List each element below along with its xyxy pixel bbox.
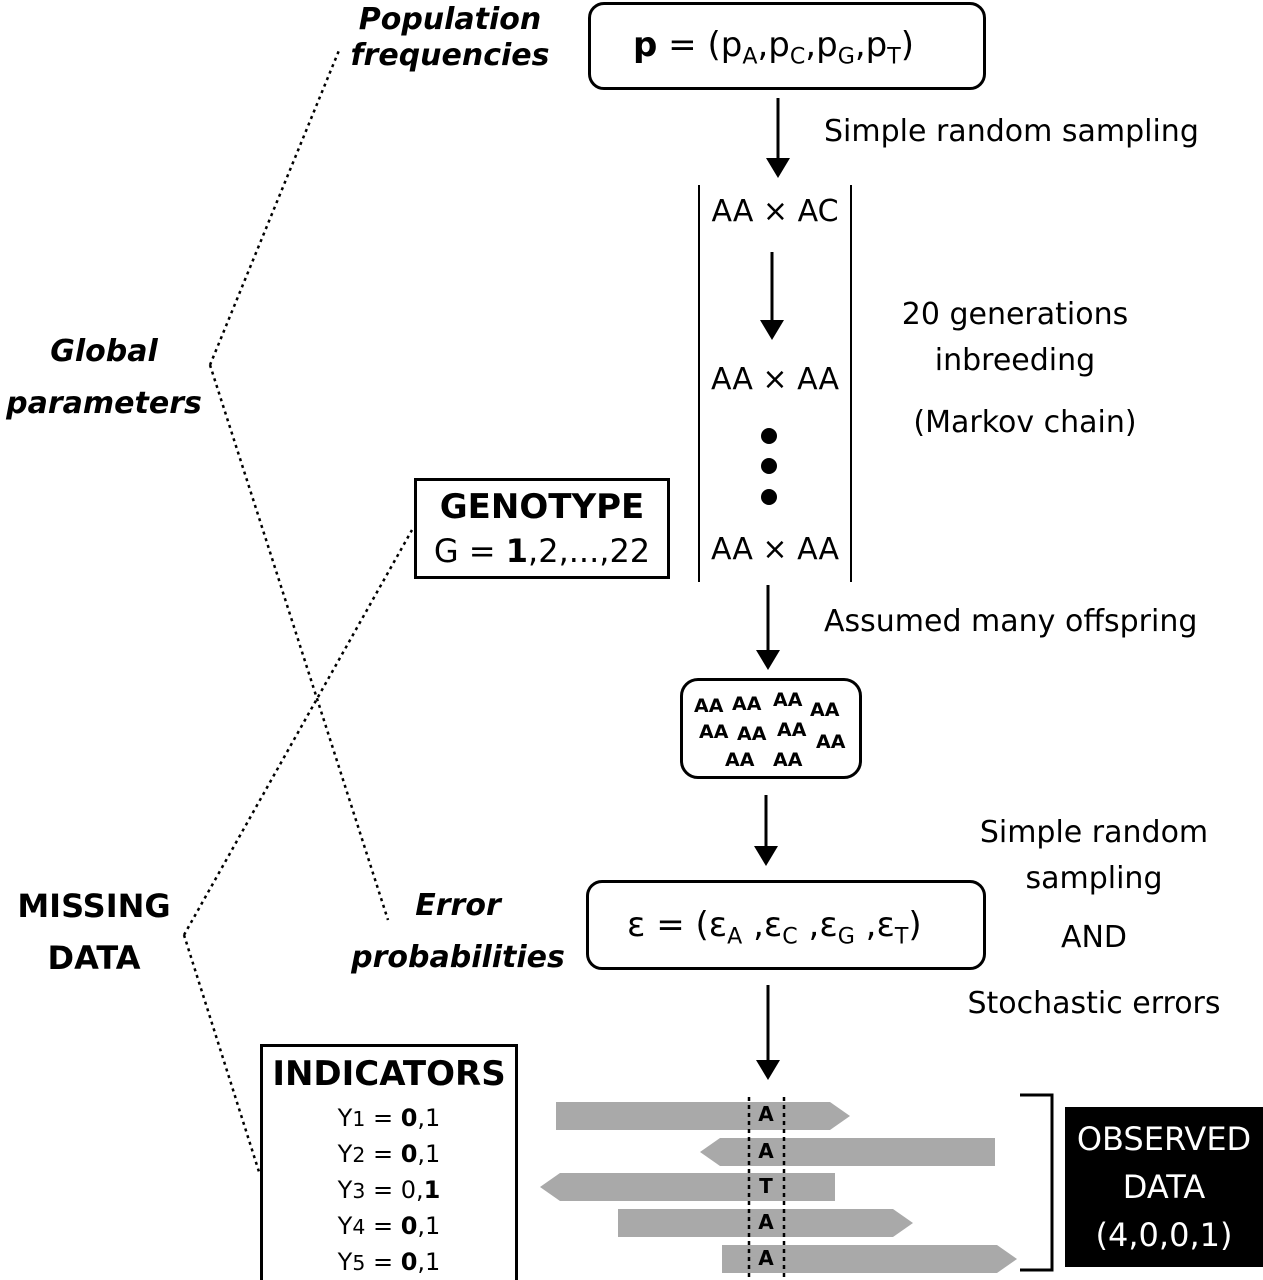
population-label-line2: frequencies: [350, 38, 550, 73]
read-5: [722, 1245, 1017, 1273]
step-stochastic-errors: Stochastic errors: [967, 986, 1221, 1021]
chain-bracket-lines: [698, 185, 852, 582]
genotype-title: GENOTYPE: [439, 487, 645, 527]
chain-ellipsis-dots: [761, 428, 777, 505]
offspring-item: AA: [725, 749, 755, 771]
connector-missing-to-genotype: [182, 529, 414, 936]
read-2: [700, 1138, 995, 1166]
read-3: [540, 1173, 835, 1201]
aligned-column: [747, 1097, 786, 1280]
arrowhead-2: [760, 320, 784, 340]
population-frequency-box: p = (pA,pC,pG,pT): [588, 2, 986, 90]
population-label-line1: Population: [358, 2, 542, 37]
cross-aa-aa-1: AA × AA: [711, 362, 839, 397]
read-base-3: T: [759, 1174, 773, 1198]
connector-global-to-error: [208, 364, 390, 921]
arrowhead-1: [766, 158, 790, 178]
connector-missing-to-indicators: [182, 934, 262, 1176]
step-sampling-label: Simple random sampling: [979, 815, 1209, 896]
read-base-4: A: [758, 1210, 774, 1234]
observed-bracket: [1020, 1093, 1054, 1272]
indicator-row-3: Y3 = 0,1: [337, 1176, 441, 1204]
step-and-label: AND: [1060, 920, 1128, 955]
read-4: [618, 1209, 913, 1237]
genotype-formula: G = 1,2,...,22: [433, 532, 651, 570]
sequencing-reads: [540, 1102, 1017, 1273]
step-simple-random-sampling: Simple random sampling: [824, 114, 1199, 149]
offspring-item: AA: [773, 689, 803, 711]
population-formula: p = (pA,pC,pG,pT): [633, 25, 914, 70]
population-frequencies-label: Population frequencies: [340, 2, 560, 74]
offspring-item: AA: [732, 693, 762, 715]
global-parameters-label: Global parameters: [6, 334, 202, 421]
offspring-pool: AA AA AA AA AA AA AA AA AA AA: [680, 678, 862, 779]
offspring-item: AA: [699, 721, 729, 743]
cross-aa-ac: AA × AC: [711, 194, 839, 229]
arrowhead-3: [756, 650, 780, 670]
error-formula: ε = (εA ,εC ,εG ,εT): [627, 905, 922, 950]
error-probability-box: ε = (εA ,εC ,εG ,εT): [586, 880, 986, 970]
genotype-box: GENOTYPE G = 1,2,...,22: [414, 478, 670, 579]
offspring-item: AA: [773, 749, 803, 771]
read-base-1: A: [758, 1102, 774, 1126]
offspring-item: AA: [777, 719, 807, 741]
observed-data-text: OBSERVED DATA (4,0,0,1): [1076, 1120, 1252, 1254]
generations-label: 20 generations inbreeding: [901, 297, 1129, 378]
offspring-item: AA: [816, 731, 846, 753]
offspring-item: AA: [810, 699, 840, 721]
read-base-2: A: [758, 1139, 774, 1163]
offspring-item: AA: [694, 695, 724, 717]
indicators-box: INDICATORS Y1 = 0,1 Y2 = 0,1 Y3 = 0,1 Y4 = …: [260, 1044, 518, 1280]
step-assumed-many-offspring: Assumed many offspring: [824, 604, 1198, 639]
indicator-row-5: Y5 = 0,1: [337, 1248, 441, 1276]
read-1: [556, 1102, 850, 1130]
indicator-row-1: Y1 = 0,1: [337, 1104, 441, 1132]
missing-data-label: MISSING DATA: [17, 887, 171, 977]
arrowhead-5: [756, 1060, 780, 1080]
error-probabilities-label: Error probabilities: [351, 888, 565, 975]
indicator-row-4: Y4 = 0,1: [337, 1212, 441, 1240]
observed-data-box: OBSERVED DATA (4,0,0,1): [1065, 1107, 1263, 1267]
dotted-connectors: [182, 47, 414, 1176]
cross-aa-aa-2: AA × AA: [711, 532, 839, 567]
arrowhead-4: [754, 846, 778, 866]
markov-chain-label: (Markov chain): [913, 405, 1137, 440]
indicator-row-2: Y2 = 0,1: [337, 1140, 441, 1168]
offspring-item: AA: [737, 723, 767, 745]
flow-arrows: [754, 98, 790, 1080]
connector-global-to-population: [208, 47, 342, 366]
indicators-title: INDICATORS: [272, 1054, 506, 1094]
read-base-5: A: [758, 1246, 774, 1270]
